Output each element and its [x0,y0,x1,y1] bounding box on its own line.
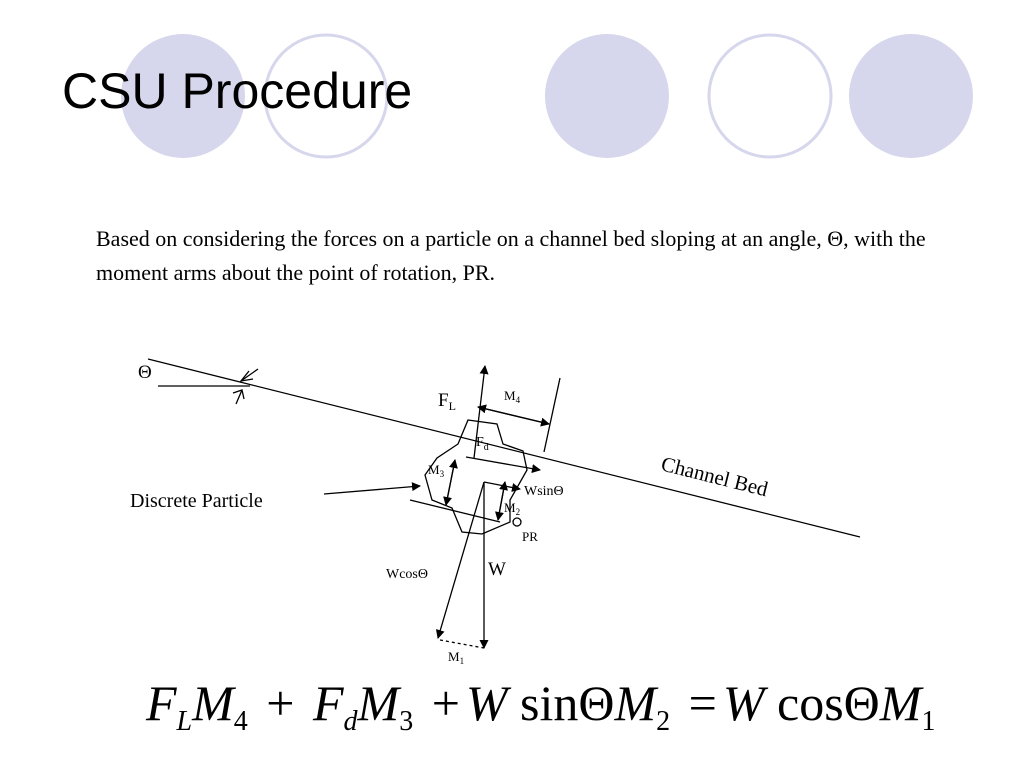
eq-m2: M [614,675,657,731]
deco-circle-filled [545,34,669,158]
eq-m1: M [879,675,922,731]
eq-sin: sinΘ [520,675,615,731]
deco-circle-filled [121,34,245,158]
eq-cos: cosΘ [777,675,880,731]
theta-arrowhead-top [239,370,254,382]
m4-label: M4 [504,388,521,405]
w-sin-arrow [483,481,521,492]
wcos-label: WcosΘ [386,567,428,582]
deco-circle-outline [707,33,833,159]
m3-label: M3 [428,462,445,479]
m4-extension-line [543,377,561,453]
m2-dimension-arrow-back [497,481,508,521]
m1-dashed-line [439,639,485,649]
eq-m4-sub: 4 [233,706,248,737]
eq-plus-2: + [431,675,460,731]
theta-arrowhead-bottom [232,389,245,400]
channel-bed-line [147,358,861,538]
deco-circle-filled [849,34,973,158]
moment-equation: FLM4 + FdM3 +W sinΘM2 =W cosΘM1 [146,668,935,757]
eq-fl: F [146,675,177,731]
m4-dimension-arrow-back [477,404,550,425]
eq-fd-sub: d [343,706,358,737]
m3-dimension-arrow-back [445,459,458,506]
pivot-point [512,517,522,527]
eq-equals: = [688,675,717,731]
m3-extension-line [409,499,501,523]
theta-arrow-bottom [235,389,243,405]
decorative-circles [121,33,973,159]
deco-circle-outline [263,33,389,159]
eq-w-2: W [722,675,765,731]
eq-m3: M [357,675,400,731]
slide-title: CSU Procedure [62,63,413,119]
eq-m1-sub: 1 [921,706,936,737]
particle-outline [424,419,528,535]
w-cos-arrow [435,481,485,639]
eq-m3-sub: 3 [399,706,414,737]
eq-m2-sub: 2 [656,706,671,737]
drag-force-arrow [465,456,541,474]
slide-description: Based on considering the forces on a par… [96,226,926,285]
m1-label: M1 [448,649,464,666]
fl-label: FL [438,390,456,413]
eq-w-1: W [465,675,508,731]
eq-m4: M [192,675,234,731]
force-diagram: Θ FL M4 Fd M3 WsinΘ M2 PR W WcosΘ M1 Cha… [130,358,861,666]
discrete-particle-arrow [323,482,421,495]
fd-label: Fd [476,435,489,453]
discrete-particle-label: Discrete Particle [130,490,263,512]
channel-bed-label: Channel Bed [659,452,771,502]
eq-fl-sub: L [176,706,193,737]
wsin-label: WsinΘ [524,484,564,499]
m2-label: M2 [504,500,520,517]
theta-arrow-top [240,368,259,382]
w-label: W [488,559,506,580]
eq-plus-1: + [266,675,295,731]
theta-label: Θ [138,362,152,383]
pr-label: PR [522,529,538,544]
eq-fd: F [312,675,344,731]
